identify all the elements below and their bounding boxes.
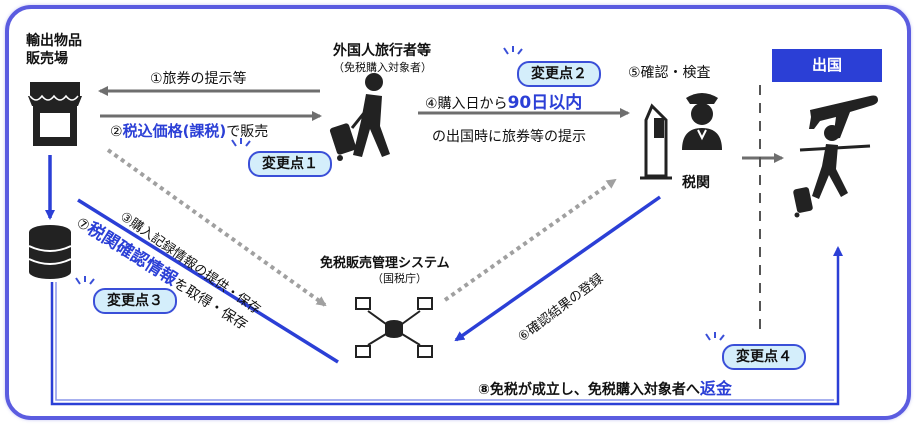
badge-sparkles (75, 46, 725, 341)
airplane-icon (809, 95, 878, 139)
step1-label: ①旅券の提示等 (150, 71, 247, 87)
network-icon (355, 297, 433, 358)
traveler-title: 外国人旅行者等 (333, 43, 431, 59)
customs-officer-icon (682, 93, 722, 150)
outer-frame (5, 5, 911, 420)
database-icon (28, 225, 72, 279)
arrow-step8 (50, 246, 843, 406)
arrow-step7 (77, 198, 339, 364)
step8-label: ⑧免税が成立し、免税購入対象者へ返金 (478, 375, 732, 399)
shop-label-line1: 輸出物品 (26, 33, 82, 49)
shop-label-line2: 販売場 (26, 51, 68, 67)
change-badge-4: 変更点４ (722, 344, 806, 370)
arrow-step6 (454, 195, 662, 342)
departing-traveler-icon (793, 125, 871, 218)
change-badge-1: 変更点１ (248, 151, 332, 177)
change-badge-3: 変更点３ (93, 288, 177, 314)
arrow-system-to-customs (443, 178, 617, 302)
step4-line2: の出国時に旅券等の提示 (432, 129, 586, 145)
shop-label: 輸出物品 販売場 (26, 32, 82, 68)
step5-label: ⑤確認・検査 (628, 65, 711, 81)
step2-label: ②税込価格(課税)で販売 (110, 120, 268, 141)
step8-highlight: 返金 (699, 379, 732, 398)
step2-number: ② (110, 124, 123, 140)
step2-tail: で販売 (226, 124, 269, 140)
step2-highlight: 税込価格(課税) (122, 122, 227, 140)
shop-icon (28, 82, 82, 146)
kiosk-icon (640, 103, 672, 180)
traveler-icon (329, 73, 390, 161)
customs-label: 税関 (682, 175, 710, 191)
system-title: 免税販売管理システム (320, 256, 450, 271)
step4-label: ④購入日から90日以内 (425, 88, 582, 113)
system-subtitle: （国税庁） (372, 272, 427, 285)
step4-highlight: 90日以内 (507, 93, 583, 113)
departure-header: 出国 (772, 49, 882, 82)
step4-prefix: ④購入日から (425, 96, 508, 112)
step8-prefix: ⑧免税が成立し、免税購入対象者へ (478, 382, 700, 398)
traveler-subtitle: （免税購入対象者） (333, 61, 432, 74)
change-badge-2: 変更点２ (517, 61, 601, 87)
